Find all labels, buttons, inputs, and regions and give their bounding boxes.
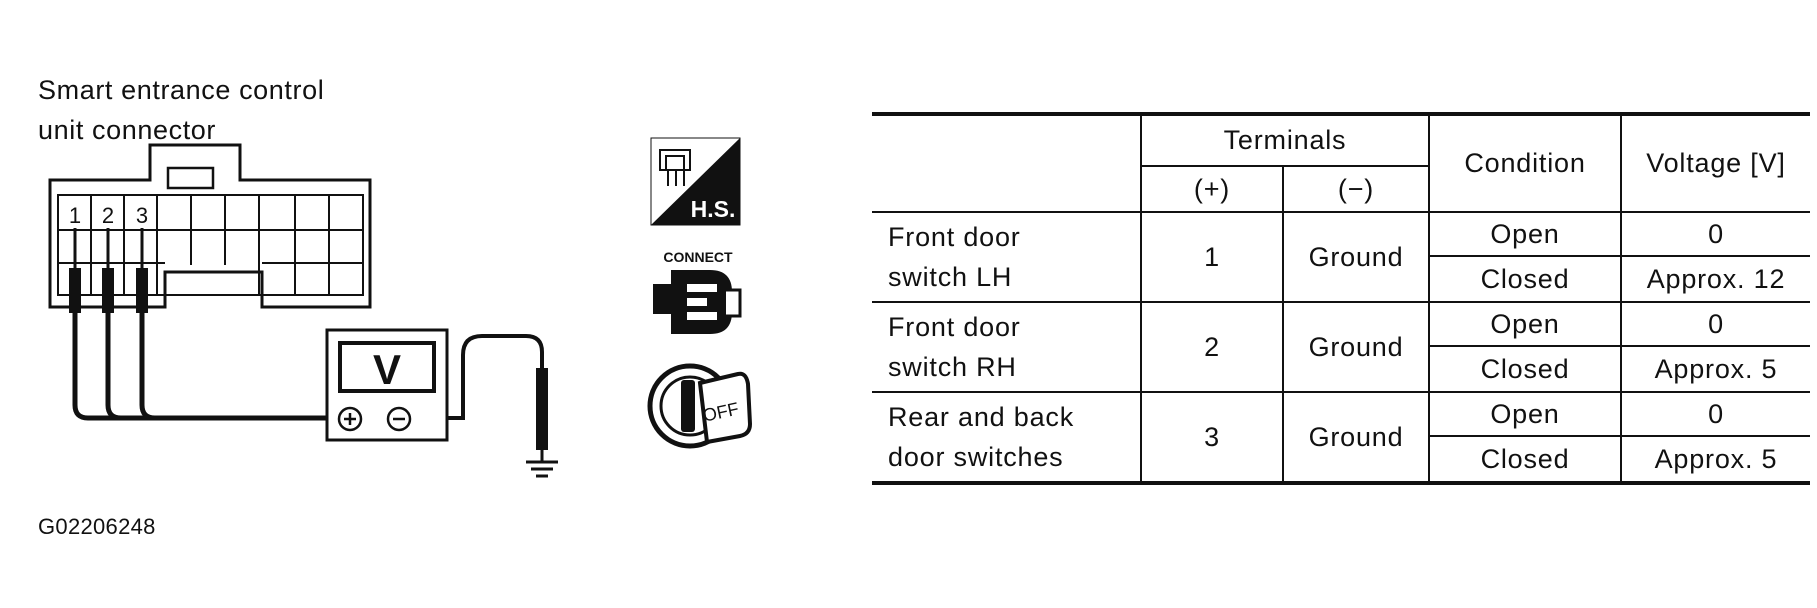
plus-terminal-cell: 3 bbox=[1140, 391, 1284, 485]
hs-icon: H.S. bbox=[650, 137, 741, 226]
item-line2: switch RH bbox=[888, 352, 1017, 382]
voltage-cell: Approx. 5 bbox=[1620, 435, 1810, 485]
voltage-specification-table: Terminals Condition Voltage [V] (+) (−) … bbox=[872, 112, 1810, 485]
item-cell: Front door switch RH bbox=[872, 301, 1142, 393]
header-voltage: Voltage [V] bbox=[1620, 112, 1810, 213]
table-header-row: Terminals Condition Voltage [V] bbox=[872, 112, 1810, 213]
item-cell: Front door switch LH bbox=[872, 211, 1142, 303]
figure-code: G02206248 bbox=[38, 514, 156, 539]
ignition-off-icon: OFF bbox=[647, 363, 753, 449]
item-line1: Front door bbox=[888, 222, 1021, 252]
connector-label-line1: Smart entrance control bbox=[38, 75, 325, 105]
header-condition: Condition bbox=[1428, 112, 1622, 213]
table-row: Closed Approx. 12 bbox=[872, 255, 1810, 303]
probe-wires bbox=[69, 228, 345, 421]
header-empty-cell bbox=[872, 112, 1142, 213]
connect-icon-text: CONNECT bbox=[663, 249, 733, 265]
meter-label: V bbox=[373, 346, 401, 393]
table-row: Closed Approx. 5 bbox=[872, 435, 1810, 485]
voltage-cell: 0 bbox=[1620, 211, 1810, 257]
item-line2: switch LH bbox=[888, 262, 1013, 292]
plus-terminal-cell: 1 bbox=[1140, 211, 1284, 303]
header-plus-terminal: (+) bbox=[1140, 165, 1284, 213]
condition-cell: Open bbox=[1428, 211, 1622, 257]
connector-label-line2: unit connector bbox=[38, 115, 217, 145]
condition-cell: Closed bbox=[1428, 435, 1622, 485]
table-row: Rear and back door switches 3 Ground Ope… bbox=[872, 391, 1810, 485]
header-terminals: Terminals bbox=[1140, 112, 1430, 167]
connect-icon: CONNECT bbox=[653, 249, 742, 334]
condition-cell: Open bbox=[1428, 391, 1622, 437]
minus-terminal-cell: Ground bbox=[1282, 391, 1430, 485]
condition-cell: Closed bbox=[1428, 255, 1622, 303]
item-line1: Front door bbox=[888, 312, 1021, 342]
table-row: Closed Approx. 5 bbox=[872, 345, 1810, 393]
minus-terminal-cell: Ground bbox=[1282, 211, 1430, 303]
connector-diagram bbox=[48, 143, 372, 309]
condition-cell: Open bbox=[1428, 301, 1622, 347]
item-line1: Rear and back bbox=[888, 402, 1075, 432]
minus-terminal-cell: Ground bbox=[1282, 301, 1430, 393]
header-minus-terminal: (−) bbox=[1282, 165, 1430, 213]
voltmeter: V bbox=[325, 328, 449, 442]
voltage-cell: Approx. 5 bbox=[1620, 345, 1810, 393]
item-line2: door switches bbox=[888, 442, 1064, 472]
ground-symbol-icon bbox=[526, 460, 558, 478]
connector-label: Smart entrance control unit connector bbox=[38, 70, 324, 150]
item-cell: Rear and back door switches bbox=[872, 391, 1142, 485]
ground-probe bbox=[447, 334, 548, 462]
condition-cell: Closed bbox=[1428, 345, 1622, 393]
voltage-cell: 0 bbox=[1620, 301, 1810, 347]
table-subheader-row: (+) (−) bbox=[872, 165, 1810, 213]
table-row: Front door switch RH 2 Ground Open 0 bbox=[872, 301, 1810, 393]
voltage-cell: 0 bbox=[1620, 391, 1810, 437]
hs-icon-text: H.S. bbox=[691, 196, 736, 222]
plus-terminal-cell: 2 bbox=[1140, 301, 1284, 393]
table-row: Front door switch LH 1 Ground Open 0 bbox=[872, 211, 1810, 303]
voltage-cell: Approx. 12 bbox=[1620, 255, 1810, 303]
pin-2-label: 2 bbox=[102, 203, 114, 228]
pin-1-label: 1 bbox=[69, 203, 81, 228]
pin-3-label: 3 bbox=[136, 203, 148, 228]
